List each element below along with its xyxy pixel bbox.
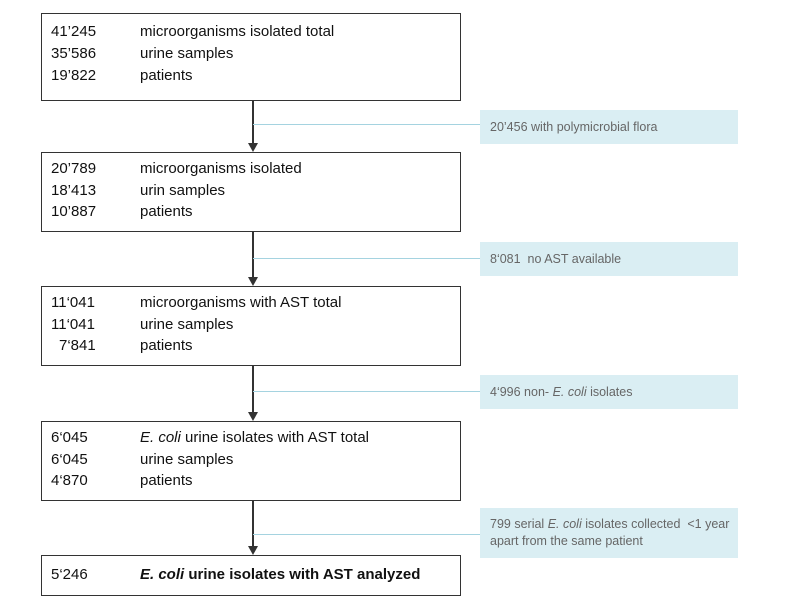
box2-patients-label: patients (140, 203, 193, 220)
exclusion-2-text: 8‘081 no AST available (490, 251, 622, 266)
exclusion-4-line1: 799 serial E. coli isolates collected <1… (490, 516, 730, 533)
box1-samples-label: urine samples (140, 45, 234, 62)
flow-box-3: 11‘041 microorganisms with AST total 11‘0… (41, 286, 461, 366)
arrow-3-head (248, 412, 258, 421)
exclusion-4-species: E. coli (547, 517, 582, 531)
box2-total-count: 20’789 (51, 160, 97, 177)
exclusion-3-pre: 4‘996 non- (490, 384, 553, 399)
arrow-3-shaft (252, 366, 254, 412)
box3-samples-label: urine samples (140, 316, 234, 333)
box4-samples-label: urine samples (140, 451, 234, 468)
exclusion-box-1: 20’456 with polymicrobial flora (480, 110, 738, 144)
exclusion-3-connector (253, 391, 480, 392)
flow-box-4: 6‘045 E. coli urine isolates with AST tot… (41, 421, 461, 501)
arrow-4-head (248, 546, 258, 555)
box3-samples-count: 11‘041 (51, 316, 95, 333)
arrow-1-shaft (252, 101, 254, 143)
exclusion-3-text: 4‘996 non- E. coli isolates (490, 384, 728, 401)
box2-patients-count: 10’887 (51, 203, 97, 220)
box1-samples-count: 35’586 (51, 45, 97, 62)
exclusion-4-pre: 799 serial (490, 517, 548, 531)
box4-patients-count: 4‘870 (51, 472, 88, 489)
box5-total-count: 5‘246 (51, 566, 88, 583)
box1-total-label: microorganisms isolated total (140, 23, 335, 40)
flow-box-2: 20’789 microorganisms isolated 18’413 urin… (41, 152, 461, 232)
box4-total-count: 6‘045 (51, 429, 88, 446)
exclusion-4-post: isolates collected <1 year (581, 517, 730, 531)
exclusion-4-connector (253, 534, 480, 535)
exclusion-box-4: 799 serial E. coli isolates collected <1… (480, 508, 738, 558)
box4-patients-label: patients (140, 472, 193, 489)
box1-patients-label: patients (140, 67, 193, 84)
box5-total-label: E. coli urine isolates with AST analyzed (140, 566, 420, 583)
arrow-4-shaft (252, 501, 254, 546)
exclusion-3-post: isolates (586, 384, 633, 399)
exclusion-2-connector (253, 258, 480, 259)
box3-patients-count: 7‘841 (59, 337, 96, 354)
arrow-1-head (248, 143, 258, 152)
box3-patients-label: patients (140, 337, 193, 354)
box4-samples-count: 6‘045 (51, 451, 88, 468)
box3-total-count: 11‘041 (51, 294, 95, 311)
box3-total-label: microorganisms with AST total (140, 294, 342, 311)
exclusion-box-2: 8‘081 no AST available (480, 242, 738, 276)
exclusion-box-3: 4‘996 non- E. coli isolates (480, 375, 738, 409)
box4-species-name: E. coli (140, 429, 181, 446)
arrow-2-head (248, 277, 258, 286)
box2-samples-count: 18’413 (51, 182, 97, 199)
box5-total-label-rest: urine isolates with AST analyzed (184, 566, 421, 583)
box2-total-label: microorganisms isolated (140, 160, 302, 177)
exclusion-3-species: E. coli (552, 384, 587, 399)
exclusion-1-connector (253, 124, 480, 125)
box2-samples-label: urin samples (140, 182, 226, 199)
exclusion-1-text: 20’456 with polymicrobial flora (490, 119, 658, 134)
box4-total-label: E. coli urine isolates with AST total (140, 429, 369, 446)
box1-patients-count: 19’822 (51, 67, 97, 84)
flow-box-5: 5‘246 E. coli urine isolates with AST ana… (41, 555, 461, 596)
flow-box-1: 41’245 microorganisms isolated total 35’5… (41, 13, 461, 101)
exclusion-4-line2: apart from the same patient (490, 534, 643, 548)
box4-total-label-rest: urine isolates with AST total (180, 429, 370, 446)
box1-total-count: 41’245 (51, 23, 97, 40)
box5-species-name: E. coli (140, 566, 185, 583)
arrow-2-shaft (252, 232, 254, 277)
